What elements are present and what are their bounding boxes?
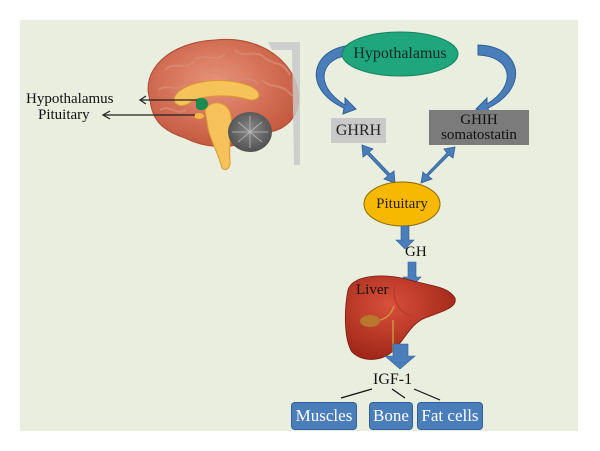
curved-arrow-to-ghrh bbox=[315, 44, 357, 115]
target-fat-cells: Fat cells bbox=[417, 402, 483, 430]
brain-label-pointers bbox=[101, 95, 197, 120]
liver-illustration bbox=[344, 275, 456, 360]
double-arrows bbox=[361, 144, 456, 184]
gallbladder bbox=[360, 315, 380, 327]
hypothalamus-pointer-head bbox=[138, 95, 147, 105]
ghih-label: GHIH bbox=[460, 112, 498, 129]
ghrh-label: GHRH bbox=[335, 121, 382, 139]
target-muscles: Muscles bbox=[291, 402, 357, 430]
pituitary-pointer-head bbox=[101, 110, 111, 120]
hypothalamus-node-shape bbox=[341, 31, 459, 77]
brain-label-hypothalamus: Hypothalamus bbox=[26, 91, 114, 107]
somatostatin-label: somatostatin bbox=[441, 126, 517, 143]
brain-illustration bbox=[147, 38, 300, 171]
liver-shape bbox=[344, 275, 456, 360]
pituitary-node-label: Pituitary bbox=[376, 195, 428, 212]
brain-label-pituitary: Pituitary bbox=[38, 107, 90, 123]
double-arrow-ghih-pituitary bbox=[420, 146, 456, 184]
cerebellum-folds bbox=[232, 116, 268, 148]
arrow-pituitary-to-gh bbox=[395, 225, 415, 250]
branch-to-fat-cells bbox=[413, 388, 441, 401]
igf1-branch-lines bbox=[340, 388, 441, 401]
target-bone: Bone bbox=[369, 402, 413, 430]
ghih-box: GHIH somatostatin bbox=[429, 110, 529, 145]
corpus-callosum bbox=[173, 80, 260, 107]
igf1-label: IGF-1 bbox=[373, 371, 413, 388]
pituitary-region bbox=[194, 113, 204, 119]
ghih-box-shape bbox=[429, 110, 529, 145]
arrow-liver-to-igf1 bbox=[384, 343, 416, 370]
double-arrow-ghrh-pituitary bbox=[361, 144, 396, 184]
bracket-shape bbox=[268, 42, 300, 165]
liver-lobe-line bbox=[393, 284, 413, 317]
branch-to-bone bbox=[391, 388, 406, 399]
brainstem bbox=[204, 102, 232, 171]
curved-arrow-to-ghih bbox=[475, 44, 516, 115]
hypothalamus-region bbox=[196, 97, 208, 111]
liver-label: Liver bbox=[356, 282, 389, 298]
gh-label: GH bbox=[405, 244, 427, 260]
hypothalamus-node-label: Hypothalamus bbox=[353, 45, 447, 63]
ghrh-box-shape bbox=[331, 118, 386, 143]
branch-to-muscles bbox=[340, 388, 373, 399]
brain-folds bbox=[157, 49, 293, 113]
